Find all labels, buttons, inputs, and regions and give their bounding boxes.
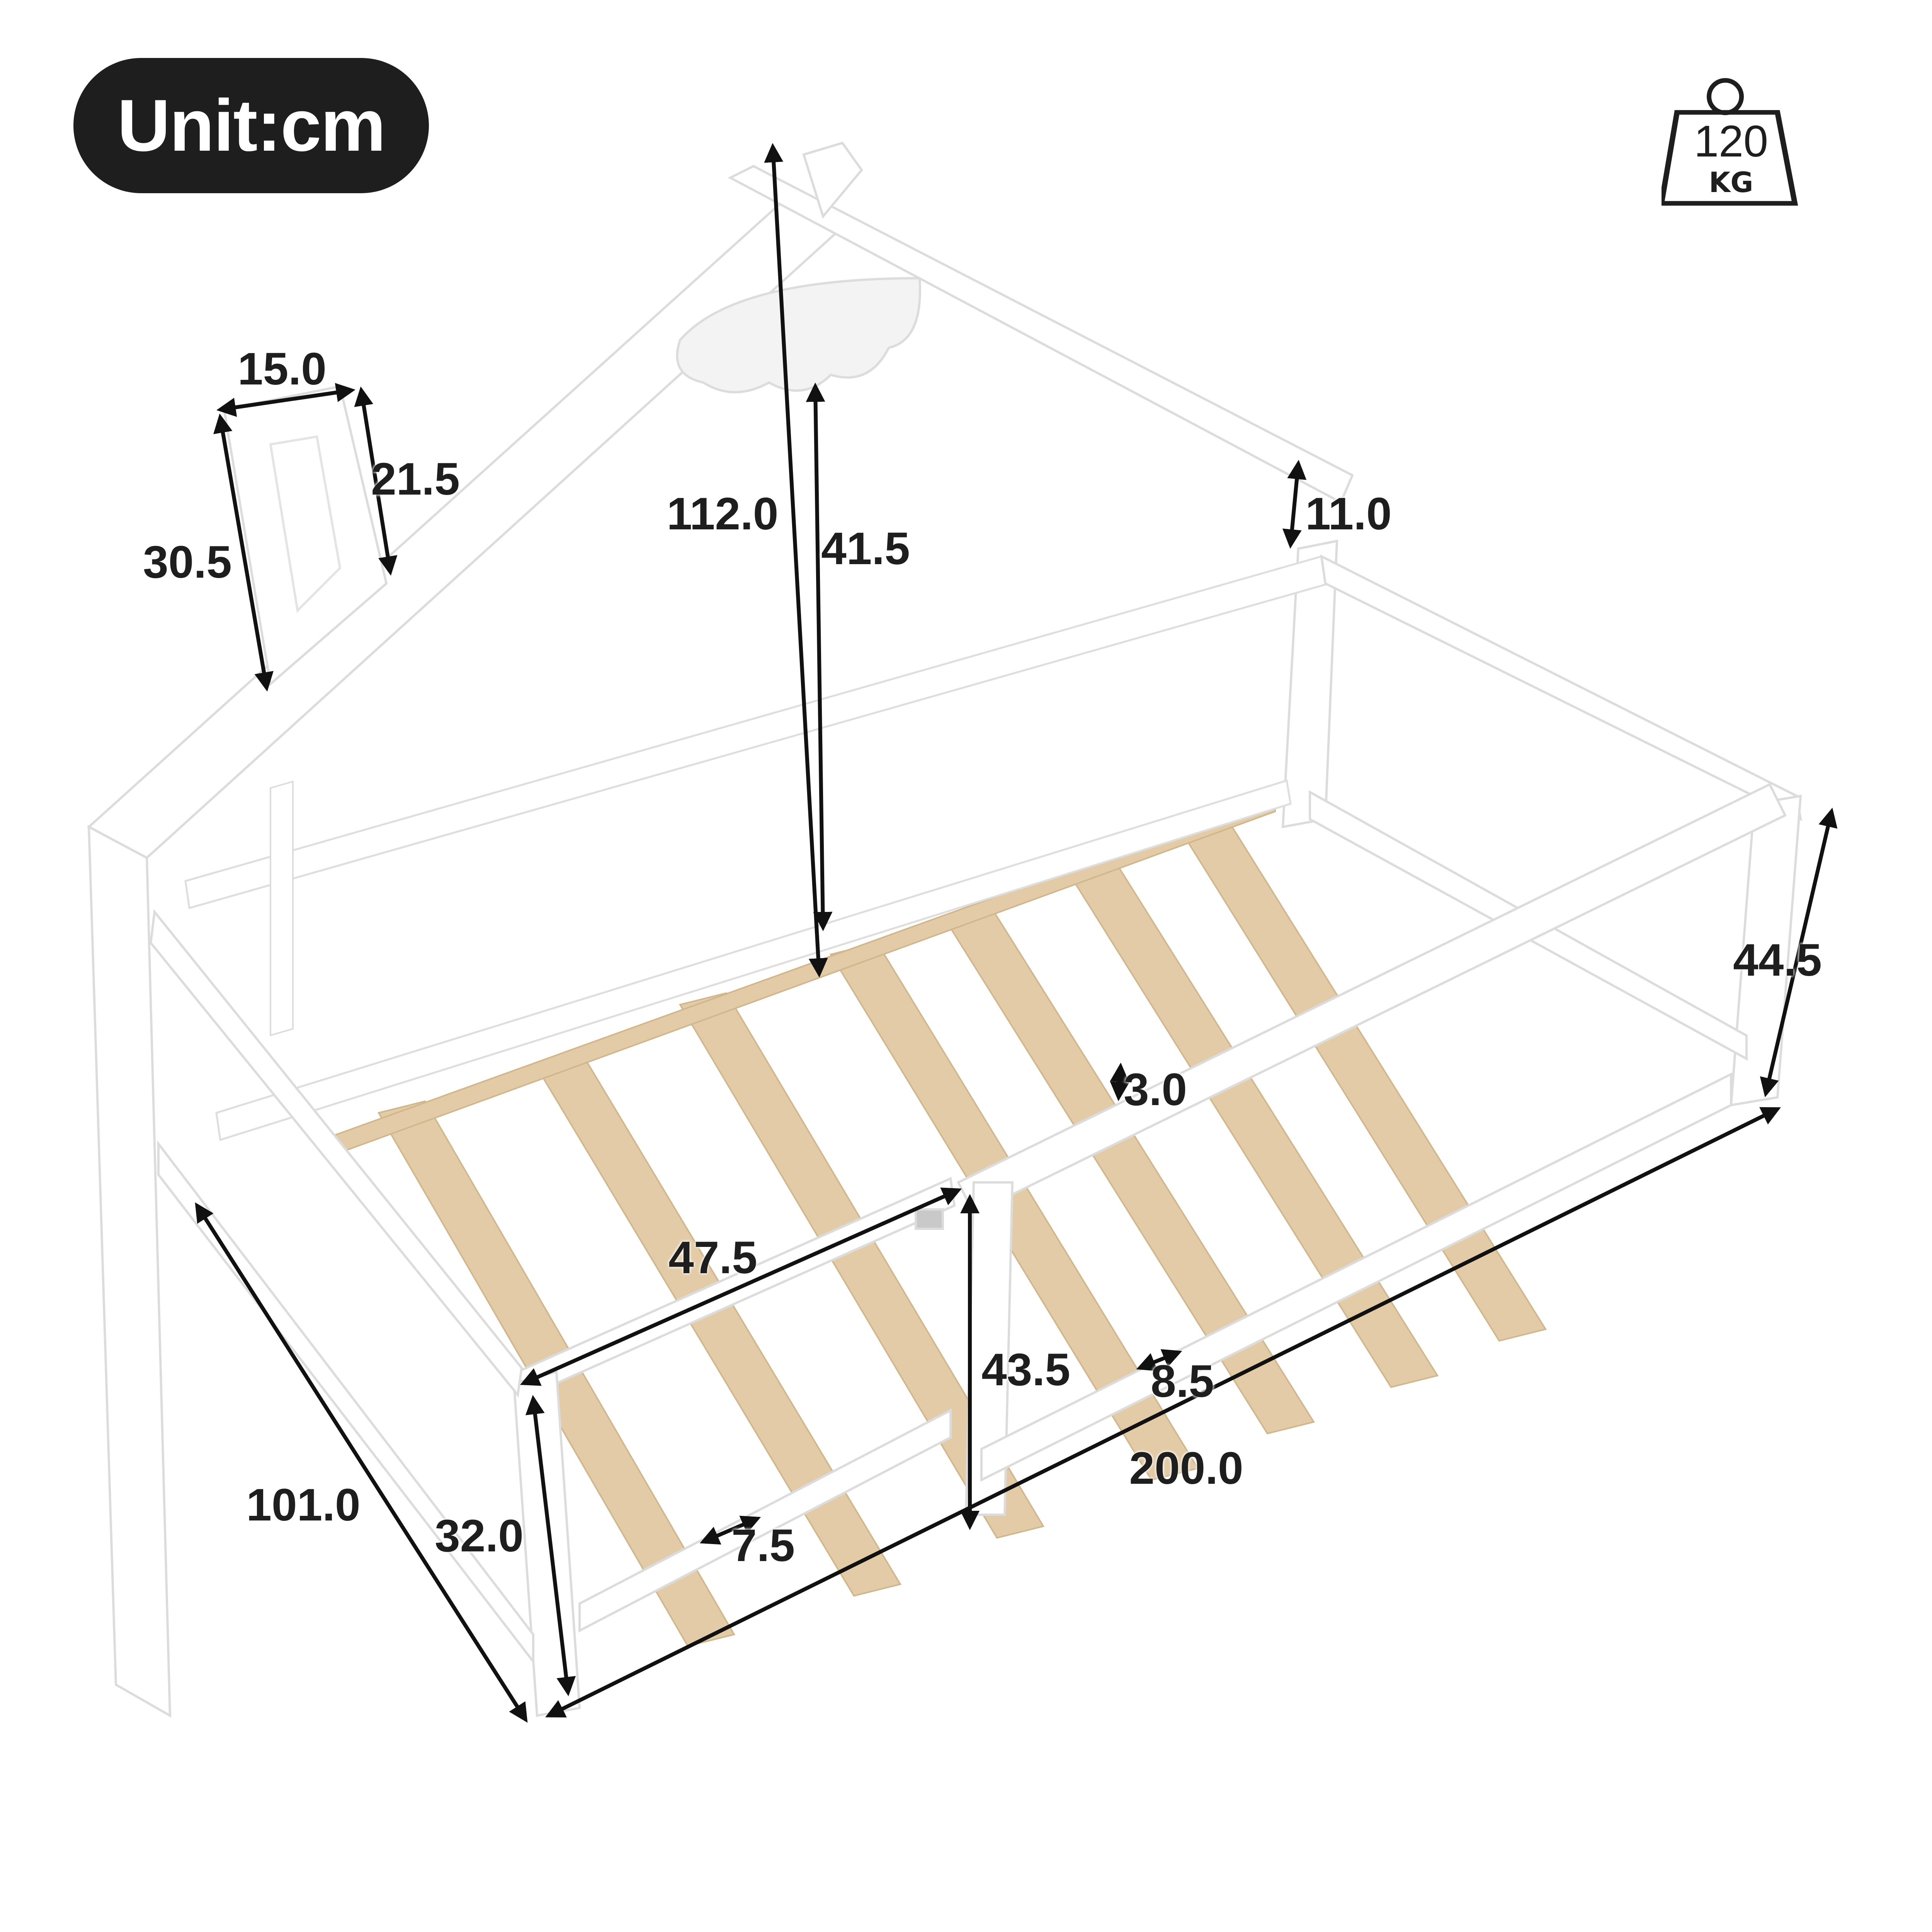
dim-footboard-height: 44.5: [1733, 935, 1822, 986]
dim-side-rail-height: 43.5: [981, 1344, 1070, 1395]
dim-roof-overhang: 11.0: [1305, 488, 1392, 539]
weight-icon: 120 KG: [1658, 64, 1801, 211]
dim-side-baluster-gap: 8.5: [1150, 1356, 1214, 1407]
dimension-lines: [195, 143, 1838, 1723]
unit-badge: Unit:cm: [73, 58, 429, 193]
weight-shape-icon: [1658, 78, 1798, 206]
dim-slat-thickness: 3.0: [1123, 1064, 1187, 1115]
unit-label: Unit:cm: [117, 85, 386, 167]
dim-roof-to-rail-height: 41.5: [821, 523, 910, 574]
back-balusters: [270, 781, 294, 1036]
weight-value: 120: [1694, 117, 1768, 166]
dim-chimney-short-height: 21.5: [371, 454, 460, 505]
dim-total-length: 200.0: [1129, 1443, 1243, 1494]
dim-total-height: 112.0: [667, 488, 779, 539]
weight-unit: KG: [1709, 166, 1753, 199]
dim-gate-width: 47.5: [668, 1232, 757, 1283]
dim-chimney-top-width: 15.0: [238, 344, 327, 395]
dim-chimney-long-height: 30.5: [143, 537, 232, 588]
dim-gate-height: 32.0: [435, 1510, 524, 1561]
gate-latch: [915, 1208, 944, 1230]
dim-total-width: 101.0: [246, 1480, 361, 1531]
dim-gate-baluster-gap: 7.5: [731, 1520, 795, 1571]
